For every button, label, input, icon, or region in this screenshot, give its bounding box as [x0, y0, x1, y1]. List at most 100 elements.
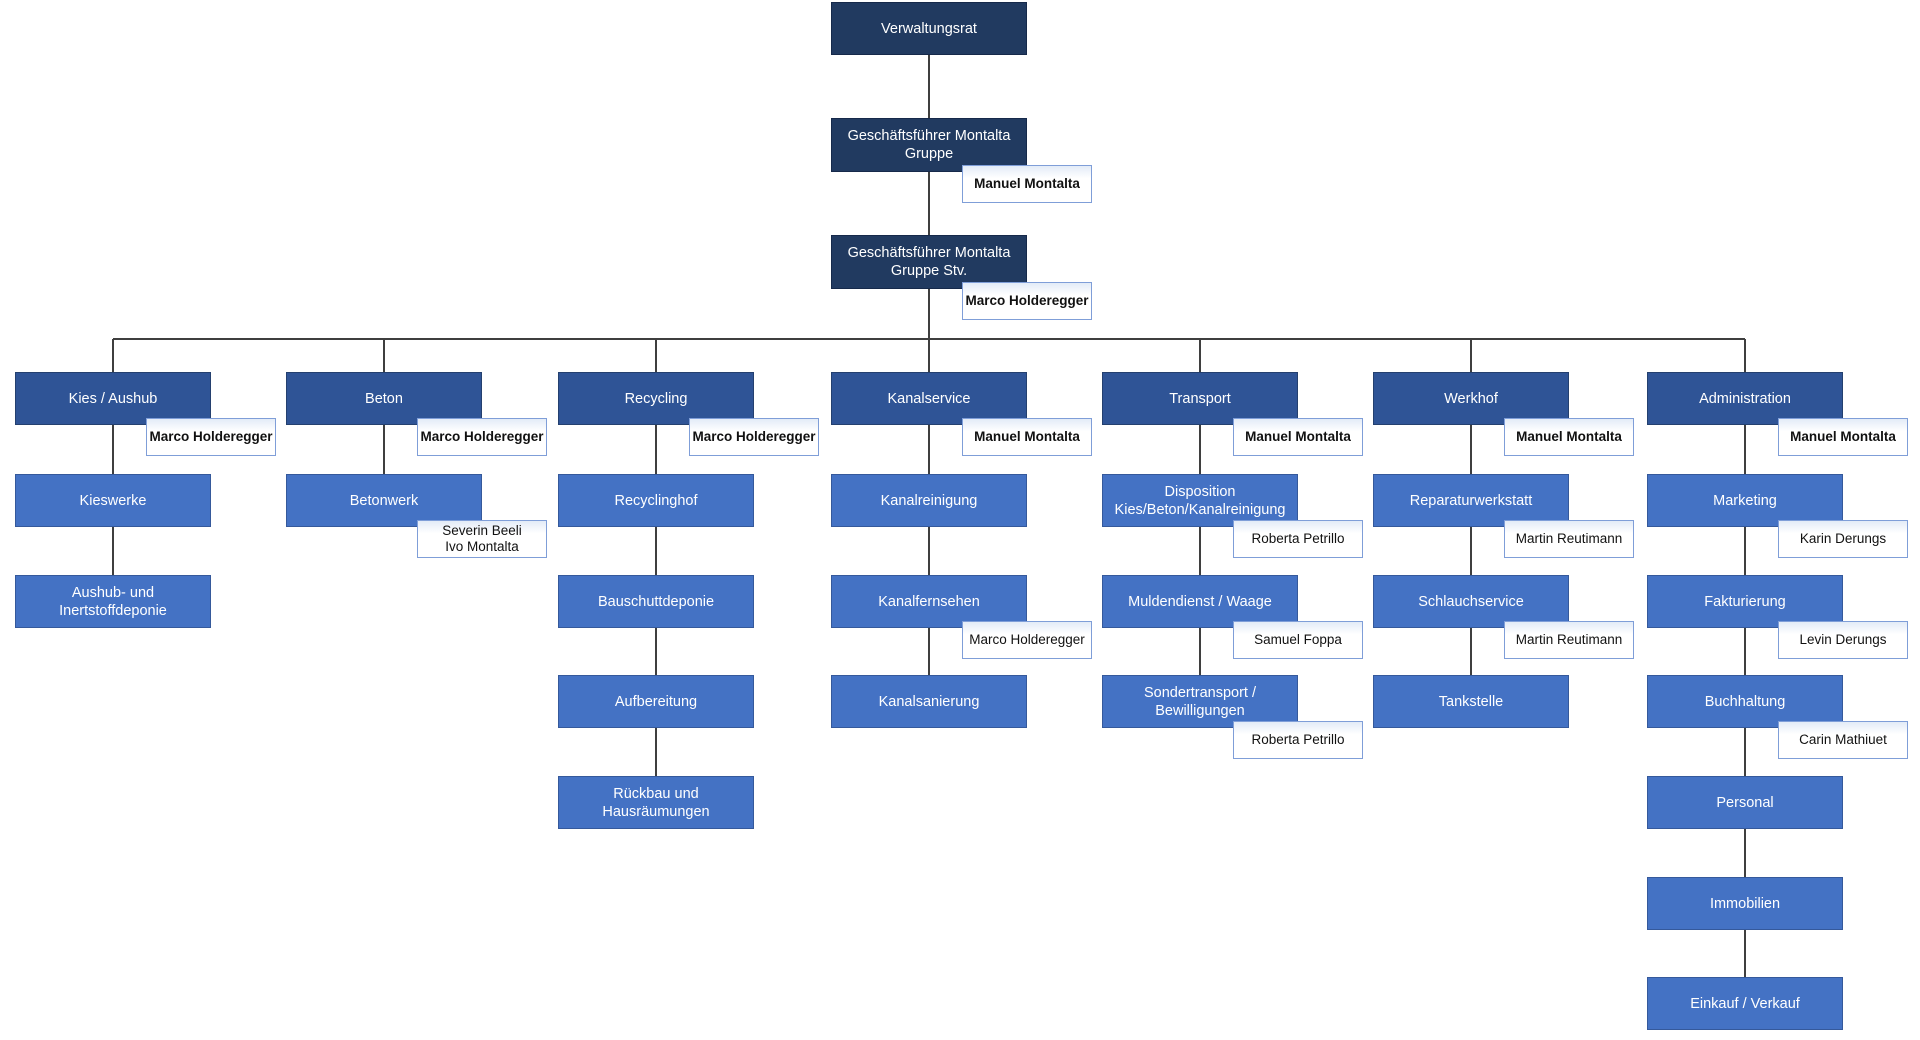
org-node-buchhaltung: Buchhaltung [1647, 675, 1843, 728]
person-name-label: Ivo Montalta [445, 539, 519, 554]
org-node-transport: Transport [1102, 372, 1298, 425]
org-node-label: Gruppe Stv. [890, 263, 968, 279]
connector-line-vertical [928, 55, 930, 118]
org-node-label: Marketing [1713, 492, 1777, 509]
org-node-label: Sondertransport / [1143, 684, 1257, 701]
connector-line-vertical [383, 425, 385, 474]
person-name-box-marco-holderegger: Marco Holderegger [146, 418, 276, 456]
org-node-label: Beton [365, 390, 403, 407]
person-name-label: Marco Holderegger [692, 429, 816, 444]
connector-line-vertical [928, 289, 930, 339]
person-name-box-manuel-montalta: Manuel Montalta [1504, 418, 1634, 456]
org-node-label: Verwaltungsrat [881, 20, 977, 37]
org-node-verwaltungsrat: Verwaltungsrat [831, 2, 1027, 55]
org-node-betonwerk: Betonwerk [286, 474, 482, 527]
connector-line-vertical [928, 172, 930, 235]
org-node-recyclinghof: Recyclinghof [558, 474, 754, 527]
org-node-label: Inertstoffdeponie [59, 602, 167, 619]
org-node-bauschuttdeponie: Bauschuttdeponie [558, 575, 754, 628]
org-node-label: Kanalsanierung [878, 693, 980, 710]
org-node-administration: Administration [1647, 372, 1843, 425]
person-name-box-marco-holderegger: Marco Holderegger [962, 621, 1092, 659]
person-name-box-levin-derungs: Levin Derungs [1778, 621, 1908, 659]
connector-line-vertical [1470, 425, 1472, 474]
person-name-label: Karin Derungs [1799, 531, 1887, 546]
org-node-label: Kieswerke [79, 492, 147, 509]
org-node-label: Personal [1716, 794, 1774, 811]
person-name-label: Levin Derungs [1799, 632, 1887, 647]
person-name-box-roberta-petrillo: Roberta Petrillo [1233, 520, 1363, 558]
connector-line-vertical [112, 527, 114, 575]
person-name-box-karin-derungs: Karin Derungs [1778, 520, 1908, 558]
org-node-label: Buchhaltung [1704, 693, 1786, 710]
org-node-werkhof: Werkhof [1373, 372, 1569, 425]
connector-line-vertical [928, 425, 930, 474]
org-node-rueckbau-und-hausraeumungen: Rückbau und Hausräumungen [558, 776, 754, 829]
org-node-personal: Personal [1647, 776, 1843, 829]
org-node-label: Aufbereitung [614, 693, 698, 710]
person-name-box-marco-holderegger: Marco Holderegger [689, 418, 819, 456]
connector-line-vertical [383, 339, 385, 372]
org-node-recycling: Recycling [558, 372, 754, 425]
person-name-label: Roberta Petrillo [1251, 531, 1345, 546]
connector-line-vertical [1744, 829, 1746, 877]
person-name-box-marco-holderegger: Marco Holderegger [962, 282, 1092, 320]
org-node-kieswerke: Kieswerke [15, 474, 211, 527]
org-node-label: Transport [1169, 390, 1231, 407]
org-node-label: Kies / Aushub [68, 390, 158, 407]
org-node-fakturierung: Fakturierung [1647, 575, 1843, 628]
org-node-schlauchservice: Schlauchservice [1373, 575, 1569, 628]
org-node-kanalservice: Kanalservice [831, 372, 1027, 425]
connector-line-vertical [112, 425, 114, 474]
connector-line-vertical [1199, 339, 1201, 372]
connector-line-vertical [112, 339, 114, 372]
org-node-label: Aushub- und [71, 584, 155, 601]
org-node-label: Muldendienst / Waage [1128, 593, 1272, 610]
org-node-beton: Beton [286, 372, 482, 425]
connector-line-vertical [1470, 527, 1472, 575]
person-name-box-manuel-montalta: Manuel Montalta [962, 165, 1092, 203]
connector-line-vertical [655, 339, 657, 372]
person-name-box-martin-reutimann: Martin Reutimann [1504, 621, 1634, 659]
connector-line-vertical [655, 728, 657, 776]
org-node-kanalfernsehen: Kanalfernsehen [831, 575, 1027, 628]
person-name-label: Manuel Montalta [974, 176, 1080, 191]
person-name-label: Severin Beeli [442, 523, 522, 538]
person-name-label: Roberta Petrillo [1251, 732, 1345, 747]
org-node-kanalreinigung: Kanalreinigung [831, 474, 1027, 527]
org-node-reparaturwerkstatt: Reparaturwerkstatt [1373, 474, 1569, 527]
connector-line-vertical [928, 527, 930, 575]
org-node-einkauf-verkauf: Einkauf / Verkauf [1647, 977, 1843, 1030]
connector-line-vertical [1470, 628, 1472, 675]
connector-line-vertical [1744, 425, 1746, 474]
connector-line-vertical [655, 527, 657, 575]
connector-line-vertical [655, 628, 657, 675]
org-node-sondertransport-bewilligungen: Sondertransport /Bewilligungen [1102, 675, 1298, 728]
person-name-label: Martin Reutimann [1515, 531, 1623, 546]
person-name-label: Marco Holderegger [969, 632, 1085, 647]
org-node-label: Betonwerk [349, 492, 419, 509]
connector-line-vertical [1470, 339, 1472, 372]
org-node-label: Bauschuttdeponie [597, 593, 715, 610]
org-node-label: Tankstelle [1438, 693, 1504, 710]
org-node-label: Rückbau und Hausräumungen [602, 785, 710, 820]
connector-line-vertical [1744, 527, 1746, 575]
person-name-box-marco-holderegger: Marco Holderegger [417, 418, 547, 456]
connector-line-vertical [928, 339, 930, 372]
person-name-label: Samuel Foppa [1254, 632, 1342, 647]
person-name-box-roberta-petrillo: Roberta Petrillo [1233, 721, 1363, 759]
person-name-label: Manuel Montalta [1790, 429, 1896, 444]
org-node-label: Werkhof [1444, 390, 1498, 407]
connector-line-vertical [1744, 728, 1746, 776]
connector-line-vertical [1199, 425, 1201, 474]
connector-line-vertical [1199, 527, 1201, 575]
connector-line-vertical [655, 425, 657, 474]
connector-line-vertical [1199, 628, 1201, 675]
org-node-label: Kanalreinigung [880, 492, 978, 509]
person-name-box-samuel-foppa: Samuel Foppa [1233, 621, 1363, 659]
person-name-label: Marco Holderegger [965, 293, 1089, 308]
person-name-label: Martin Reutimann [1515, 632, 1623, 647]
